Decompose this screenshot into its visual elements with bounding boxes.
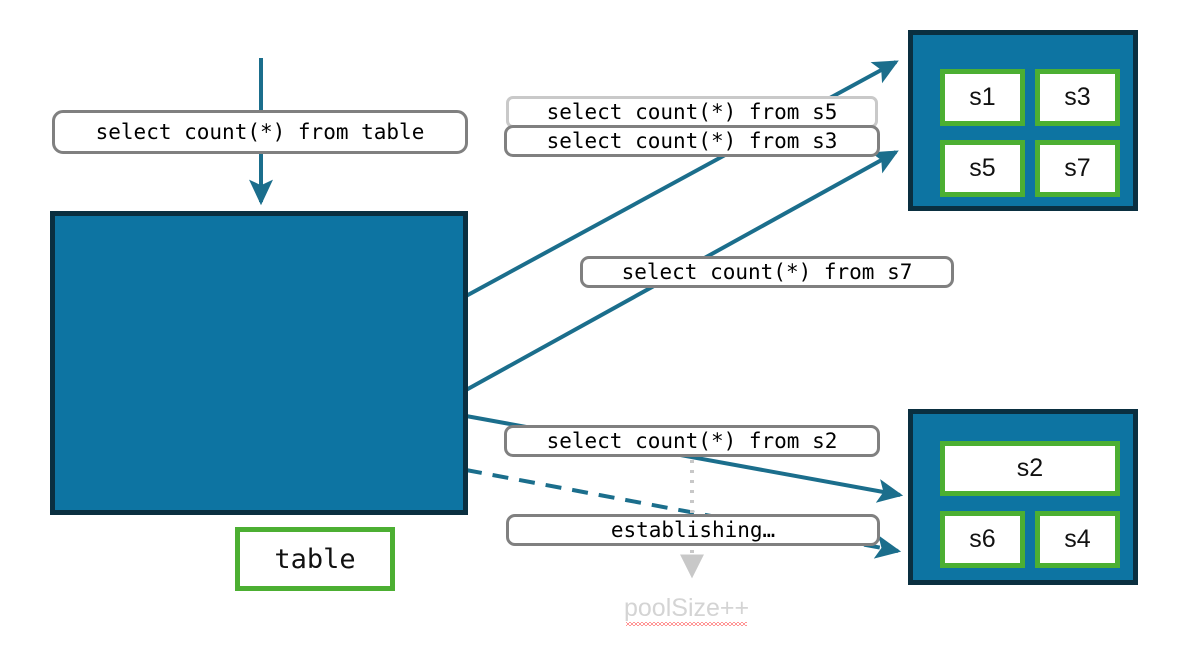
query-label-s5: select count(*) from s5 <box>506 96 878 128</box>
status-label-establishing: establishing… <box>506 514 880 546</box>
node-s4[interactable]: s4 <box>1035 511 1120 568</box>
server-group-bottom-container: s2 s6 s4 <box>908 409 1138 585</box>
node-s6[interactable]: s6 <box>940 511 1025 568</box>
query-label-s2: select count(*) from s2 <box>504 425 880 457</box>
query-label-s7: select count(*) from s7 <box>580 256 954 288</box>
node-s5[interactable]: s5 <box>940 140 1025 197</box>
node-table[interactable]: table <box>235 527 395 591</box>
node-s2[interactable]: s2 <box>940 441 1120 496</box>
poolsize-annotation-text: poolSize++ <box>624 594 750 622</box>
query-label-s3: select count(*) from s3 <box>504 125 880 157</box>
poolsize-annotation: poolSize++ <box>624 594 750 626</box>
server-group-top-container: s1 s3 s5 s7 <box>908 30 1138 211</box>
node-s1[interactable]: s1 <box>940 69 1025 126</box>
table-pool-container: table <box>50 211 468 591</box>
query-label-table: select count(*) from table <box>52 110 468 154</box>
spellcheck-underline <box>626 622 748 626</box>
node-s3[interactable]: s3 <box>1035 69 1120 126</box>
node-s7[interactable]: s7 <box>1035 140 1120 197</box>
